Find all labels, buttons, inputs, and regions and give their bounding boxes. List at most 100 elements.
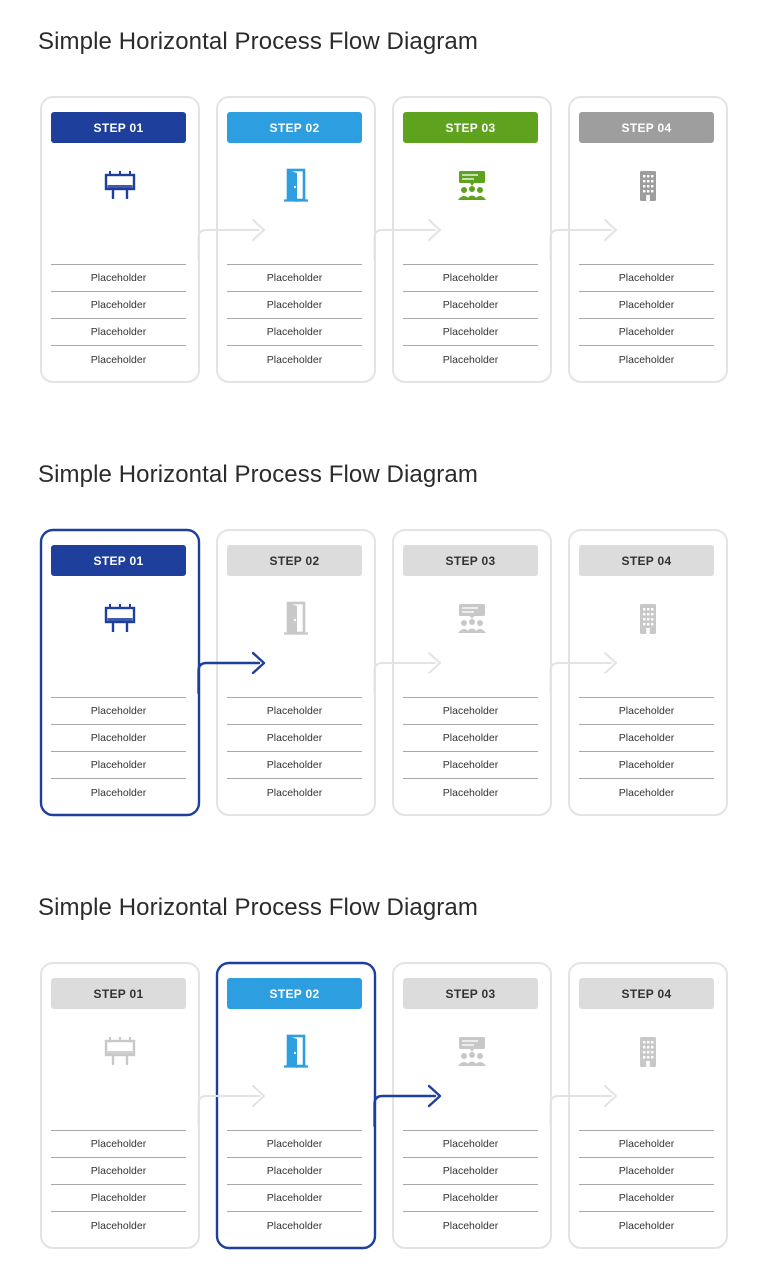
step-badge: STEP 02 [227,545,362,576]
list-item: Placeholder [403,725,538,752]
step-list: Placeholder Placeholder Placeholder Plac… [579,697,714,806]
process-flow-section-3: Simple Horizontal Process Flow Diagram S… [0,866,768,1266]
list-item: Placeholder [403,292,538,319]
list-item: Placeholder [403,319,538,346]
diagram-title: Simple Horizontal Process Flow Diagram [38,894,478,921]
list-item: Placeholder [579,1158,714,1185]
list-item: Placeholder [51,752,186,779]
list-item: Placeholder [442,1219,499,1232]
list-item: Placeholder [90,353,147,366]
list-item: Placeholder [90,786,147,799]
step-card-03: STEP 03 Placeholder Placeholder Placehol… [393,97,551,382]
building-icon [640,604,656,634]
step-list: Placeholder Placeholder Placeholder Plac… [403,264,538,373]
list-item: Placeholder [51,292,186,319]
billboard-icon [104,604,136,632]
list-item: Placeholder [579,698,714,725]
step-card-04: STEP 04 Placeholder Placeholder Placehol… [569,97,727,382]
list-item: Placeholder [579,1131,714,1158]
step-badge: STEP 01 [51,545,186,576]
building-icon [640,171,656,201]
list-item: Placeholder [403,698,538,725]
building-icon [640,1037,656,1067]
step-list: Placeholder Placeholder Placeholder Plac… [227,1130,362,1239]
step-badge: STEP 02 [227,112,362,143]
step-list: Placeholder Placeholder Placeholder Plac… [227,264,362,373]
meeting-icon [458,171,486,200]
step-card-02: STEP 02 Placeholder Placeholder Placehol… [217,97,375,382]
step-list: Placeholder Placeholder Placeholder Plac… [227,697,362,806]
meeting-icon [458,604,486,633]
list-item: Placeholder [266,353,323,366]
billboard-icon [104,171,136,199]
list-item: Placeholder [442,786,499,799]
step-list: Placeholder Placeholder Placeholder Plac… [579,264,714,373]
door-icon [284,168,308,202]
step-card-04: STEP 04 Placeholder Placeholder Placehol… [569,963,727,1248]
list-item: Placeholder [579,752,714,779]
list-item: Placeholder [51,319,186,346]
list-item: Placeholder [618,786,675,799]
list-item: Placeholder [227,1131,362,1158]
step-card-02: STEP 02 Placeholder Placeholder Placehol… [217,963,375,1248]
list-item: Placeholder [51,698,186,725]
list-item: Placeholder [51,1131,186,1158]
step-badge: STEP 02 [227,978,362,1009]
step-badge: STEP 03 [403,978,538,1009]
list-item: Placeholder [579,265,714,292]
step-badge: STEP 04 [579,978,714,1009]
process-flow-section-2: Simple Horizontal Process Flow Diagram S… [0,433,768,833]
diagram-title: Simple Horizontal Process Flow Diagram [38,28,478,55]
step-card-01: STEP 01 Placeholder Placeholder Placehol… [41,97,199,382]
process-flow-section-1: Simple Horizontal Process Flow Diagram S… [0,0,768,400]
step-card-03: STEP 03 Placeholder Placeholder Placehol… [393,963,551,1248]
meeting-icon [458,1037,486,1066]
step-card-02: STEP 02 Placeholder Placeholder Placehol… [217,530,375,815]
step-card-03: STEP 03 Placeholder Placeholder Placehol… [393,530,551,815]
door-icon [284,1034,308,1068]
list-item: Placeholder [266,1219,323,1232]
list-item: Placeholder [51,1158,186,1185]
list-item: Placeholder [227,292,362,319]
list-item: Placeholder [403,1185,538,1212]
list-item: Placeholder [442,353,499,366]
list-item: Placeholder [51,265,186,292]
step-badge: STEP 01 [51,978,186,1009]
door-icon [284,601,308,635]
list-item: Placeholder [266,786,323,799]
list-item: Placeholder [227,1158,362,1185]
diagram-title: Simple Horizontal Process Flow Diagram [38,461,478,488]
list-item: Placeholder [579,725,714,752]
step-card-01: STEP 01 Placeholder Placeholder Placehol… [41,963,199,1248]
step-list: Placeholder Placeholder Placeholder Plac… [51,697,186,806]
list-item: Placeholder [403,265,538,292]
list-item: Placeholder [618,1219,675,1232]
list-item: Placeholder [90,1219,147,1232]
list-item: Placeholder [579,292,714,319]
billboard-icon [104,1037,136,1065]
list-item: Placeholder [227,725,362,752]
list-item: Placeholder [227,698,362,725]
step-badge: STEP 01 [51,112,186,143]
list-item: Placeholder [403,752,538,779]
list-item: Placeholder [403,1158,538,1185]
list-item: Placeholder [227,1185,362,1212]
list-item: Placeholder [227,752,362,779]
step-list: Placeholder Placeholder Placeholder Plac… [51,264,186,373]
step-badge: STEP 04 [579,112,714,143]
list-item: Placeholder [618,353,675,366]
step-badge: STEP 04 [579,545,714,576]
list-item: Placeholder [579,319,714,346]
step-card-01: STEP 01 Placeholder Placeholder Placehol… [41,530,199,815]
list-item: Placeholder [227,265,362,292]
step-card-04: STEP 04 Placeholder Placeholder Placehol… [569,530,727,815]
list-item: Placeholder [403,1131,538,1158]
step-list: Placeholder Placeholder Placeholder Plac… [51,1130,186,1239]
step-list: Placeholder Placeholder Placeholder Plac… [403,1130,538,1239]
list-item: Placeholder [51,1185,186,1212]
step-badge: STEP 03 [403,112,538,143]
step-badge: STEP 03 [403,545,538,576]
step-list: Placeholder Placeholder Placeholder Plac… [403,697,538,806]
step-list: Placeholder Placeholder Placeholder Plac… [579,1130,714,1239]
list-item: Placeholder [227,319,362,346]
